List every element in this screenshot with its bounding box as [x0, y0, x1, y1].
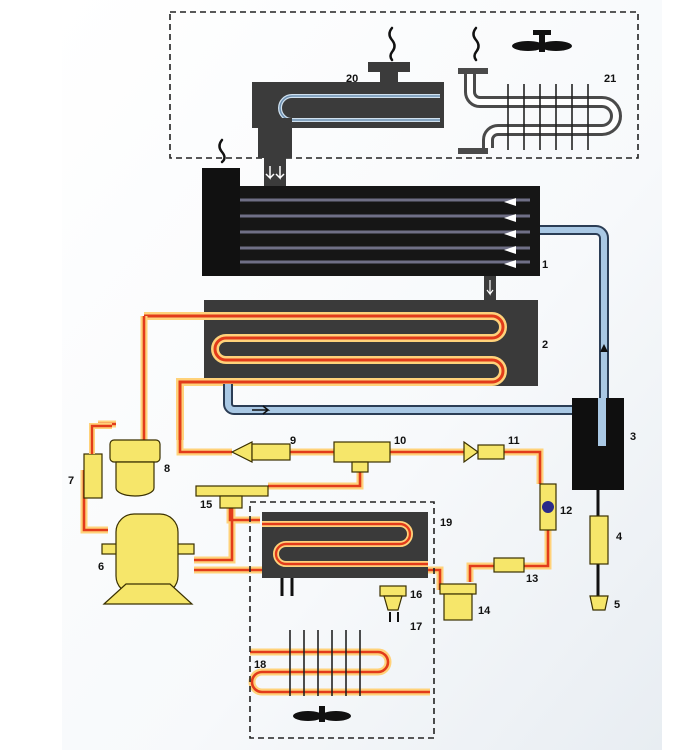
- component-4: [589, 515, 609, 565]
- flow-arrow-icon: [504, 198, 516, 268]
- component-10: [333, 441, 391, 473]
- label-5: 5: [614, 599, 620, 611]
- label-16: 16: [410, 589, 422, 601]
- label-8: 8: [164, 463, 170, 475]
- label-9: 9: [290, 435, 296, 447]
- label-17: 17: [410, 621, 422, 633]
- label-20: 20: [346, 73, 358, 85]
- label-13: 13: [526, 573, 538, 585]
- component-5: [589, 595, 609, 611]
- bottom-dashed-box: [249, 501, 435, 739]
- label-2: 2: [542, 339, 548, 351]
- component-7: [83, 453, 103, 499]
- label-6: 6: [98, 561, 104, 573]
- label-12: 12: [560, 505, 572, 517]
- fan-icon: [293, 706, 351, 722]
- component-14: [439, 583, 477, 621]
- component-8: [109, 439, 161, 497]
- top-dashed-box: [169, 11, 639, 159]
- component-12: [539, 483, 557, 531]
- steam-wave-icon: [218, 26, 480, 164]
- label-3: 3: [630, 431, 636, 443]
- component-15: [195, 485, 269, 509]
- label-7: 7: [68, 475, 74, 487]
- label-10: 10: [394, 435, 406, 447]
- flow-arrow-icon: [252, 405, 271, 415]
- label-19: 19: [440, 517, 452, 529]
- component-16-17: [379, 585, 407, 622]
- label-18: 18: [254, 659, 266, 671]
- label-11: 11: [508, 435, 520, 447]
- tank-3: [572, 398, 624, 490]
- fan-icon: [512, 30, 572, 52]
- label-14: 14: [478, 605, 491, 617]
- heat-exchanger-19: [262, 512, 428, 596]
- label-21: 21: [604, 73, 616, 85]
- air-cooled-coil-18: [289, 630, 361, 696]
- evaporator-2: [144, 300, 538, 440]
- heat-exchanger-20: [252, 62, 444, 158]
- flow-arrow-icon: [600, 344, 608, 352]
- condenser-1: [202, 168, 540, 276]
- label-15: 15: [200, 499, 212, 511]
- component-11: [463, 440, 505, 464]
- component-9: [230, 441, 291, 463]
- label-4: 4: [616, 531, 623, 543]
- compressor-6: [101, 513, 195, 605]
- label-1: 1: [542, 259, 548, 271]
- component-13: [493, 557, 525, 573]
- connector-pipe: [264, 150, 286, 188]
- air-cooled-coil-21: [458, 68, 622, 154]
